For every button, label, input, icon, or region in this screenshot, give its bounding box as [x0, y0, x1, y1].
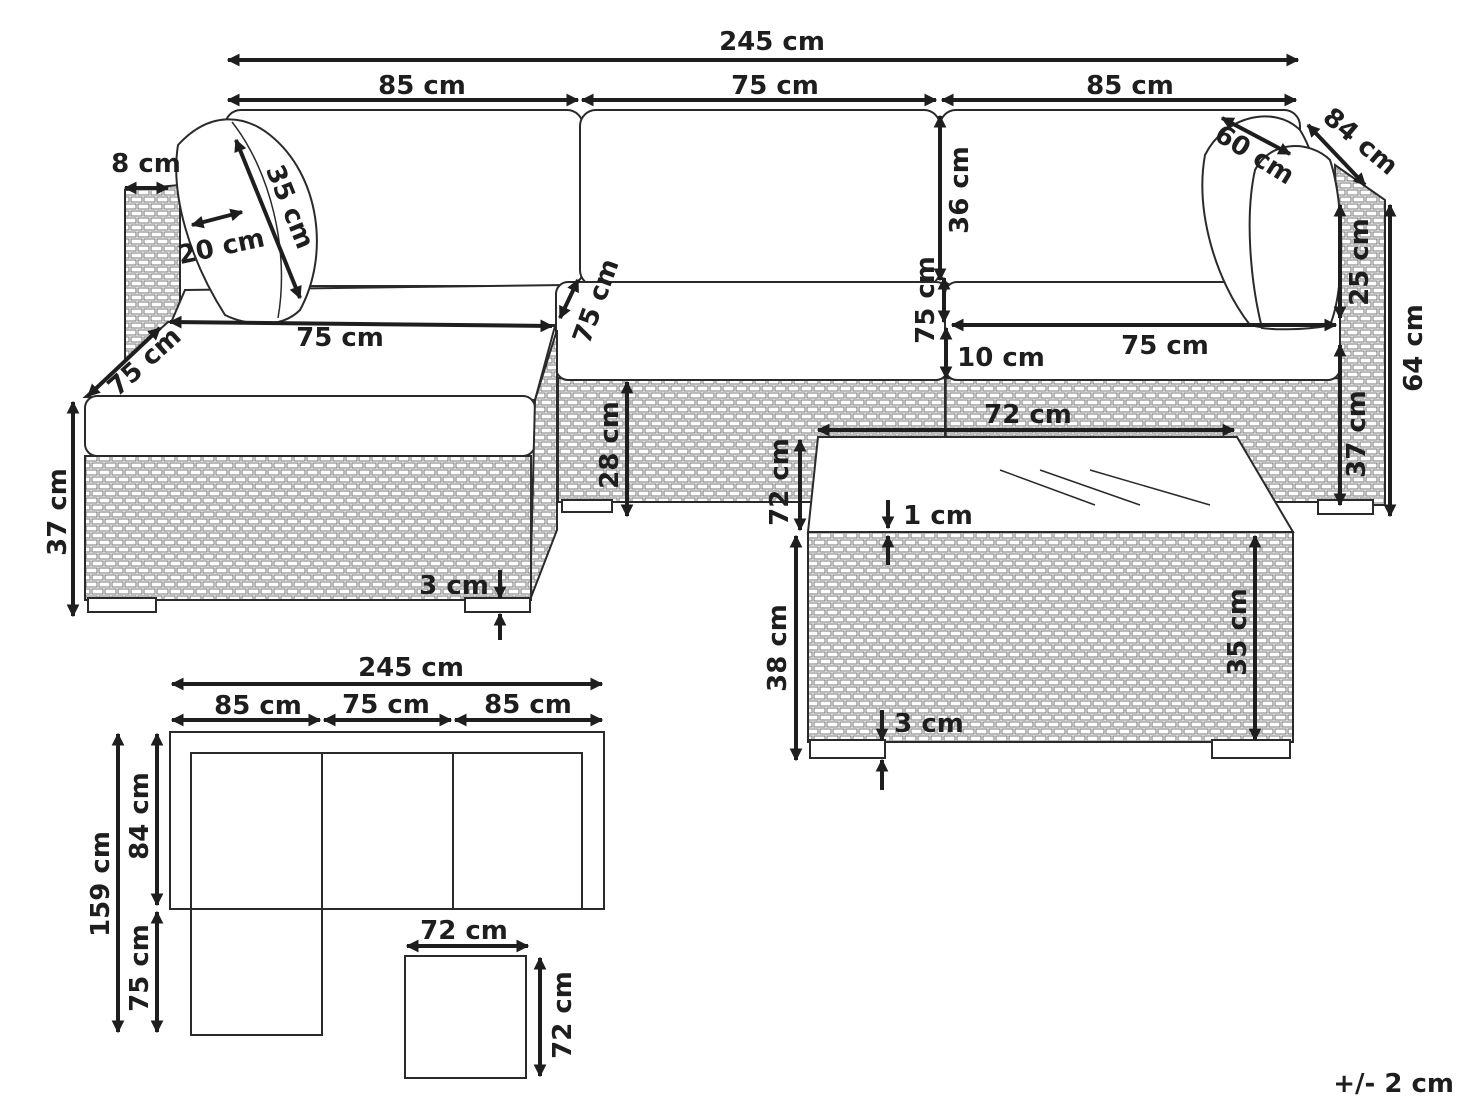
label-side-height: 37 cm [1342, 390, 1372, 478]
dim-line-seat-depth-mid [558, 278, 580, 320]
label-table-height: 38 cm [763, 604, 793, 692]
label-overall-height: 64 cm [1399, 304, 1429, 392]
table-glass-reflection-1 [999, 469, 1096, 506]
plan-ottoman [190, 908, 323, 1036]
label-armrest: 8 cm [111, 149, 181, 179]
dim-line-ottoman-width [168, 315, 554, 333]
label-middle-base: 28 cm [595, 401, 625, 489]
label-table-glass: 1 cm [903, 501, 973, 531]
dim-line-ottoman-depth [86, 326, 162, 398]
label-seat-cushion: 10 cm [957, 343, 1045, 373]
right-foot [1317, 499, 1374, 515]
table-glass-top [806, 436, 1295, 533]
table-glass-reflection-2 [1039, 469, 1141, 506]
label-table-depth: 72 cm [765, 438, 795, 526]
ottoman-foot-left [87, 597, 157, 613]
seat-cushion-middle [555, 281, 949, 381]
label-middle-seat-width: 75 cm [731, 71, 819, 101]
middle-foot [561, 499, 613, 513]
label-right-seat-inner: 75 cm [1121, 331, 1209, 361]
label-seat-depth-right: 75 cm [911, 256, 941, 344]
plan-label-sofa-depth: 84 cm [125, 772, 155, 860]
label-right-seat-width: 85 cm [1086, 71, 1174, 101]
dim-line-depth [1306, 123, 1367, 187]
label-left-seat-width: 85 cm [378, 71, 466, 101]
ottoman-cushion-front [84, 395, 536, 457]
plan-view: 245 cm 85 cm 75 cm 85 cm 159 cm 84 cm 75… [86, 653, 605, 1079]
dim-line-cushion-height [234, 138, 302, 300]
label-ottoman-width: 75 cm [296, 323, 384, 353]
plan-table [404, 955, 527, 1079]
plan-label-total-width: 245 cm [358, 653, 464, 683]
tolerance-note: +/- 2 cm [1333, 1069, 1454, 1099]
label-table-width: 72 cm [984, 400, 1072, 430]
ottoman-base [84, 455, 532, 601]
dim-line-pillow-thickness [190, 208, 244, 229]
label-ottoman-height: 37 cm [43, 468, 73, 556]
plan-label-middle: 75 cm [342, 690, 430, 720]
table-glass-reflection-3 [1089, 469, 1211, 506]
label-arm-height: 25 cm [1345, 218, 1375, 306]
plan-label-table-width: 72 cm [420, 916, 508, 946]
plan-seat-left [190, 752, 323, 910]
dim-line-pillow-width [1220, 116, 1292, 156]
plan-label-ottoman-depth: 75 cm [125, 924, 155, 1012]
label-ottoman-feet: 3 cm [419, 571, 489, 601]
table-foot-left [809, 739, 886, 759]
label-table-body: 35 cm [1223, 588, 1253, 676]
plan-label-total-depth: 159 cm [86, 831, 116, 937]
plan-seat-middle [321, 752, 454, 910]
plan-label-left: 85 cm [214, 691, 302, 721]
label-table-feet: 3 cm [894, 709, 964, 739]
table-foot-right [1211, 739, 1291, 759]
back-cushion-middle [579, 109, 941, 287]
label-backrest-height: 36 cm [945, 146, 975, 234]
plan-label-right: 85 cm [484, 690, 572, 720]
table-wicker-body [807, 531, 1294, 743]
plan-label-table-depth: 72 cm [548, 971, 578, 1059]
plan-seat-right [452, 752, 583, 910]
diagram-labels: 245 cm 85 cm 75 cm 85 cm 84 cm 60 cm 8 c… [43, 27, 1429, 739]
diagram-dimensions [66, 53, 1397, 790]
label-total-width: 245 cm [719, 27, 825, 57]
